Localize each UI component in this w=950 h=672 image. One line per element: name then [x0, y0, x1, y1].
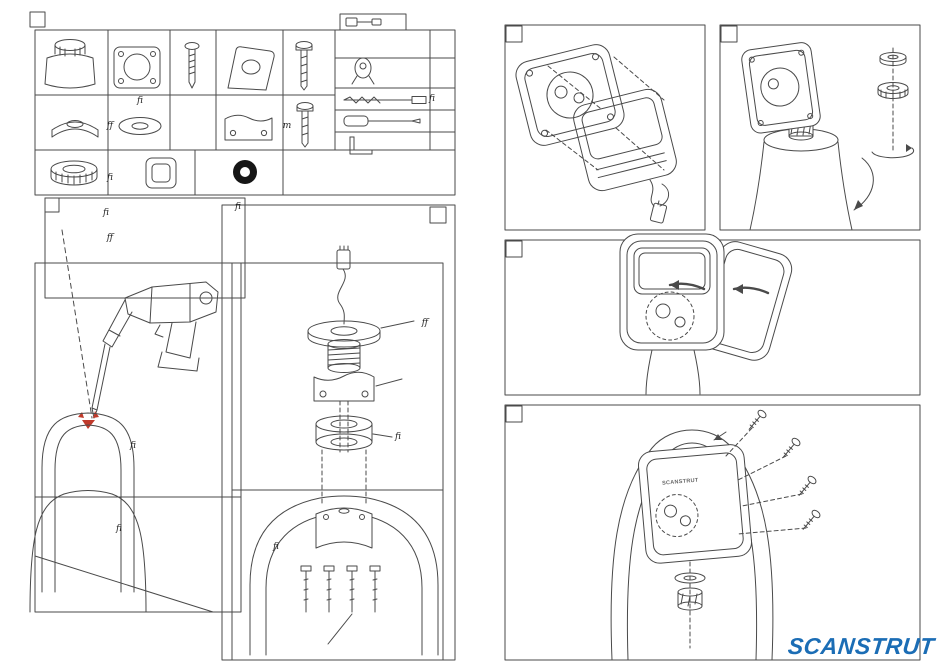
bolt-2-icon — [296, 102, 314, 148]
deck-flange-icon — [307, 320, 415, 348]
screwdriver-icon — [343, 115, 421, 127]
cable-gland-housing-icon — [44, 39, 96, 89]
gland-nut-icon — [50, 160, 98, 186]
parts-panel — [34, 13, 456, 196]
page-corner-box — [29, 11, 46, 28]
allen-key-icon — [349, 136, 373, 155]
base-washer-nut-icon — [674, 561, 706, 649]
rotate-arrow-icon — [853, 144, 915, 211]
cable-tail-icon — [649, 179, 669, 224]
cover-plate-icon — [113, 46, 161, 89]
brand-logo: SCANSTRUT — [786, 633, 936, 659]
drill-bit-icon — [343, 96, 427, 104]
stripper-tool-icon — [351, 57, 375, 85]
flat-washer-icon — [118, 117, 162, 135]
housing-front-icon — [619, 233, 725, 351]
pole-top-icon — [749, 128, 853, 231]
threaded-gland-icon — [327, 339, 361, 373]
clamp-half-icon — [224, 114, 273, 141]
step4-panel: SCANSTRUT — [504, 404, 921, 661]
pole-arch-3-icon — [610, 429, 774, 661]
pole-neck-icon — [645, 349, 701, 395]
step1-panel — [504, 24, 706, 231]
cable-connector-icon — [336, 245, 351, 325]
clamp-block-icon — [313, 371, 403, 402]
drill-icon — [91, 281, 219, 419]
mounted-housing-icon: SCANSTRUT — [637, 444, 753, 564]
front-cover-icon — [573, 88, 677, 192]
cover-screws-icon — [725, 409, 821, 535]
screw-icon — [184, 42, 200, 89]
split-ring-icon — [315, 415, 393, 451]
saddle-clamp-icon — [315, 507, 373, 549]
step2-panel — [719, 24, 921, 231]
bolt-icon — [295, 41, 313, 91]
mount-bracket-icon — [227, 46, 275, 91]
housing-brand-label: SCANSTRUT — [662, 477, 699, 486]
backplate-2-icon — [741, 42, 821, 134]
step3-panel — [504, 233, 921, 396]
backplate-icon — [515, 44, 625, 146]
saddle-washer-icon — [51, 120, 99, 138]
square-gasket-icon — [145, 157, 177, 189]
mast-arch-icon — [29, 412, 147, 613]
drilling-panel — [29, 197, 246, 613]
o-ring-icon — [233, 160, 257, 184]
deck-gland-panel — [221, 204, 456, 661]
connector-icon — [345, 17, 382, 27]
close-arrows-icon — [668, 280, 770, 295]
fixing-screws-icon — [300, 565, 381, 645]
